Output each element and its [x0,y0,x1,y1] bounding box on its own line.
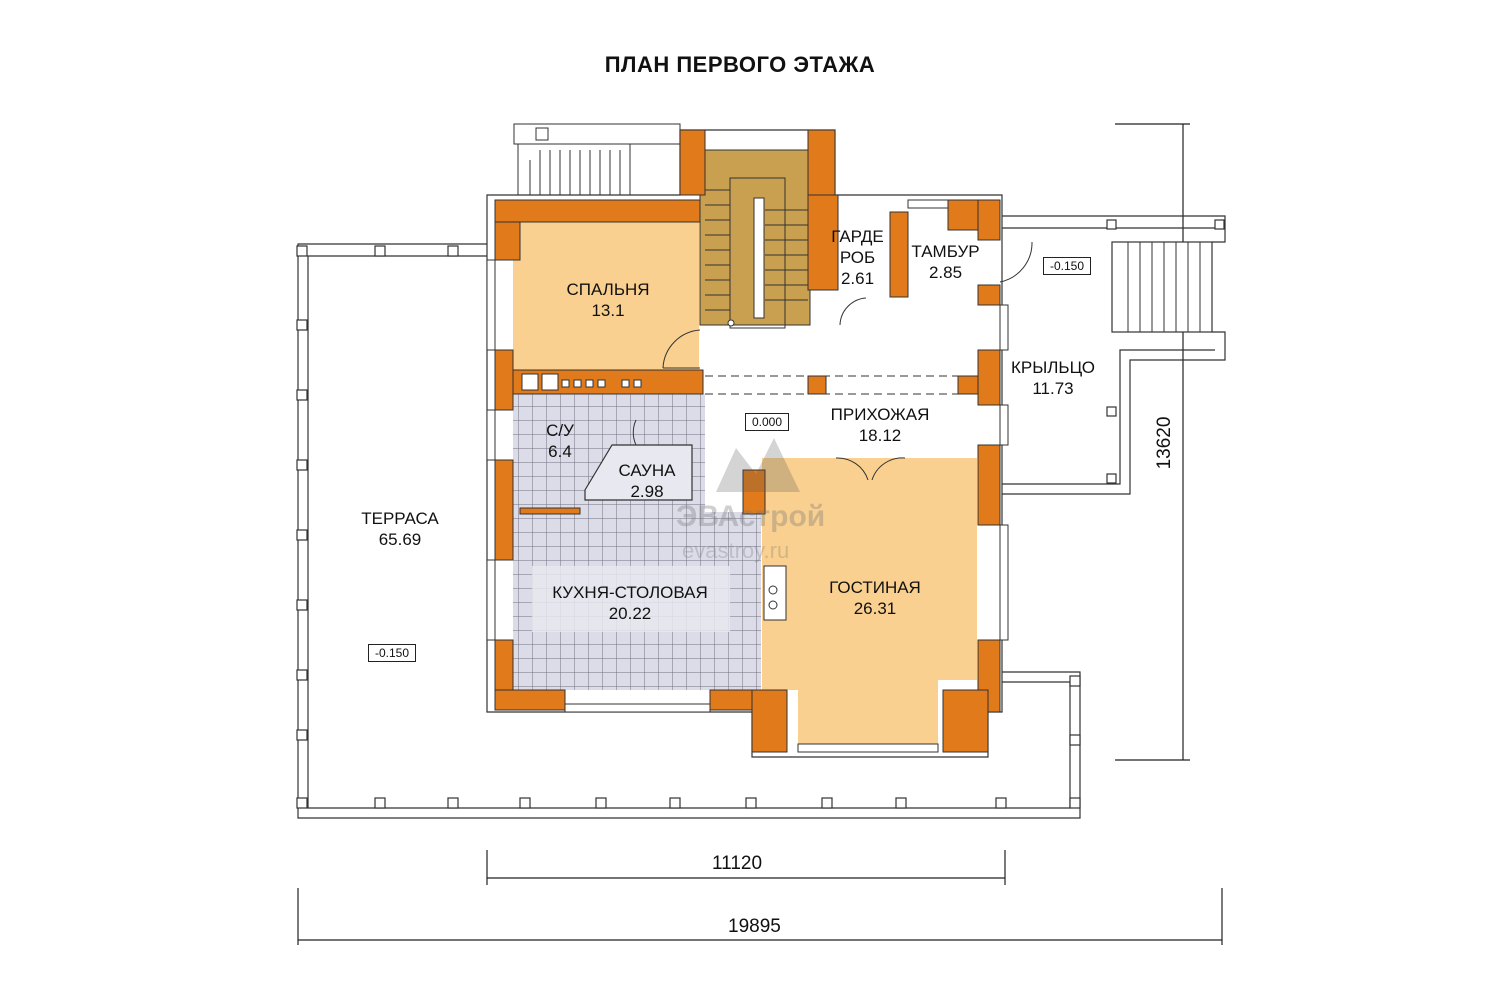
fixtures [521,373,787,621]
dim-total-width: 19895 [728,916,781,937]
room-terrace: ТЕРРАСА 65.69 [340,508,460,550]
level-terrace: -0.150 [368,644,417,662]
room-bedroom: СПАЛЬНЯ 13.1 [548,279,668,321]
room-porch-name: КРЫЛЬЦО [1010,358,1096,377]
watermark-logo [716,438,800,492]
door-swings [632,241,1033,481]
room-hall-area: 18.12 [858,426,902,445]
room-kitchen: КУХНЯ-СТОЛОВАЯ 20.22 [525,582,735,624]
room-bedroom-area: 13.1 [591,301,625,320]
room-porch: КРЫЛЬЦО 11.73 [998,357,1108,399]
room-kitchen-area: 20.22 [608,604,652,623]
room-porch-area: 11.73 [1032,379,1074,398]
porch-outline [1000,215,1226,495]
room-bathroom-name: С/У [546,421,574,440]
sauna-box [584,444,693,501]
room-vestibule-area: 2.85 [928,263,963,282]
beam-lines [705,375,975,395]
room-wardrobe-area: 2.61 [840,269,875,288]
dimension-lines [297,123,1223,945]
windows [486,199,1009,753]
dim-house-width: 11120 [712,853,763,874]
room-bathroom-area: 6.4 [548,442,572,461]
room-sauna-area: 2.98 [630,482,664,501]
room-wardrobe: ГАРДЕ РОБ 2.61 [815,226,900,289]
room-wardrobe-name-1: ГАРДЕ [831,227,884,246]
exterior-stairs-top [513,123,681,197]
room-terrace-area: 65.69 [378,530,422,549]
level-porch: -0.150 [1043,257,1092,275]
room-bathroom: С/У 6.4 [530,420,590,462]
room-sauna-name: САУНА [618,461,676,480]
terrace-outline [296,243,1081,819]
room-terrace-name: ТЕРРАСА [361,509,439,528]
room-sauna: САУНА 2.98 [602,460,692,502]
room-hall: ПРИХОЖАЯ 18.12 [815,404,945,446]
room-bedroom-name: СПАЛЬНЯ [566,280,650,299]
interior-staircase [699,149,811,329]
dim-total-depth: 13620 [1154,416,1175,470]
room-vestibule-name: ТАМБУР [911,242,980,261]
room-hall-name: ПРИХОЖАЯ [830,405,930,424]
watermark-brand: ЭВАстрой [676,500,826,533]
level-hall: 0.000 [745,413,790,431]
watermark-url: evastroy.ru [682,538,790,563]
living-fill [762,458,977,752]
room-living-name: ГОСТИНАЯ [829,578,921,597]
room-kitchen-name: КУХНЯ-СТОЛОВАЯ [552,583,708,602]
room-vestibule: ТАМБУР 2.85 [898,241,993,283]
plan-title: ПЛАН ПЕРВОГО ЭТАЖА [604,52,876,77]
room-wardrobe-name-2: РОБ [839,248,876,267]
room-living-area: 26.31 [853,599,897,618]
room-living: ГОСТИНАЯ 26.31 [805,577,945,619]
bedroom-fill [513,222,699,370]
